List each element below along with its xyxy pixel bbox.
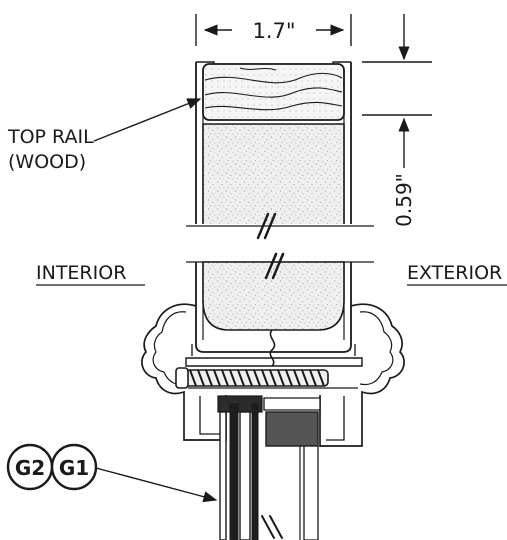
height-dimension	[362, 14, 432, 168]
width-dimension-label: 1.7"	[252, 19, 295, 43]
exterior-pane	[303, 445, 319, 540]
callout-g2-label: G2	[15, 456, 45, 480]
top-rail-leader	[93, 98, 202, 142]
bottom-break-symbol	[261, 515, 283, 539]
frame-housing	[141, 303, 405, 447]
callout-g1-label: G1	[59, 456, 89, 480]
glass-spacer-dark	[229, 403, 239, 540]
glass-pane-g2	[219, 411, 227, 540]
foam-core-lower	[202, 261, 345, 331]
glass-panes	[217, 395, 319, 540]
glazing-gasket	[265, 411, 319, 447]
foam-tail	[269, 329, 276, 367]
glass-pane-g1	[239, 411, 251, 540]
callout-g2: G2	[6, 443, 54, 491]
break-symbol-lower-overlay	[264, 252, 285, 280]
width-dimension	[195, 14, 352, 46]
sash-outer-wall	[195, 62, 352, 353]
exterior-label: EXTERIOR	[407, 262, 502, 284]
foam-core-upper	[202, 123, 345, 231]
break-gap	[190, 224, 358, 262]
screw	[175, 367, 329, 389]
callout-g1: G1	[50, 443, 98, 491]
top-rail-label-line2: (WOOD)	[8, 151, 86, 173]
glazing-stop	[263, 397, 321, 411]
height-dimension-label: 0.59"	[392, 173, 416, 227]
glass-spacer-dark-2	[251, 403, 259, 540]
top-rail-label-line1: TOP RAIL	[7, 126, 94, 148]
interior-label: INTERIOR	[36, 262, 126, 284]
callout-leader	[95, 467, 218, 503]
top-rail-wood	[202, 63, 345, 121]
break-symbol-upper	[256, 212, 277, 240]
